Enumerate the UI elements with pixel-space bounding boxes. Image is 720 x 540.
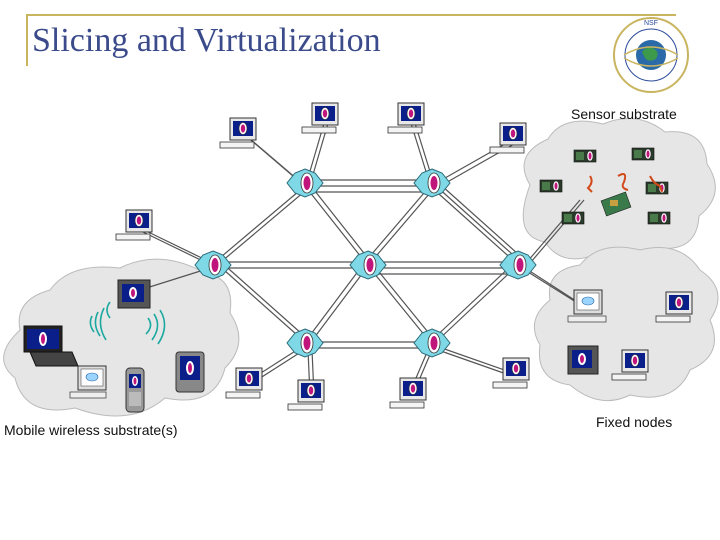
- title-rule-vertical: [26, 14, 28, 66]
- sensor-cloud: [522, 118, 716, 262]
- cell-tower-pc-icon: [117, 279, 151, 309]
- nsf-logo-icon: NSF: [613, 17, 689, 93]
- desktop-pc-icon: [489, 122, 527, 154]
- router-node: [499, 250, 537, 280]
- desktop-pc-icon: [287, 379, 325, 411]
- sensor-wireless-arrows: [586, 173, 663, 193]
- desktop-pc-icon: [69, 365, 107, 399]
- desktop-pc-icon: [492, 357, 530, 389]
- laptop-icon: [23, 325, 79, 367]
- fixed-node-icon: [567, 289, 607, 323]
- mobile-substrate-label: Mobile wireless substrate(s): [4, 422, 178, 438]
- title-rule: [26, 14, 676, 16]
- router-node: [413, 168, 451, 198]
- desktop-pc-icon: [225, 367, 263, 399]
- wireless-waves-icon: [89, 301, 166, 345]
- sensor-gateway-icon: [600, 191, 632, 217]
- router-node: [286, 168, 324, 198]
- pda-icon: [175, 351, 205, 393]
- svg-text:NSF: NSF: [644, 20, 658, 27]
- sensor-node-icon: [631, 147, 655, 161]
- mobile-phone-icon: [125, 367, 145, 413]
- core-links: [214, 179, 528, 349]
- sensor-substrate-label: Sensor substrate: [571, 106, 677, 122]
- sensor-node-icon: [539, 179, 563, 193]
- page-title: Slicing and Virtualization: [32, 22, 381, 59]
- desktop-pc-icon: [387, 102, 425, 134]
- fixed-server-icon: [567, 345, 599, 375]
- sensor-node-icon: [573, 149, 597, 163]
- desktop-pc-icon: [115, 209, 153, 241]
- fixed-nodes-label: Fixed nodes: [596, 414, 673, 430]
- sensor-node-icon: [647, 211, 671, 225]
- desktop-pc-icon: [301, 102, 339, 134]
- desktop-pc-icon: [389, 377, 427, 409]
- sensor-node-icon: [561, 211, 585, 225]
- desktop-pc-icon: [219, 117, 257, 149]
- title-bar: Slicing and Virtualization: [26, 14, 676, 66]
